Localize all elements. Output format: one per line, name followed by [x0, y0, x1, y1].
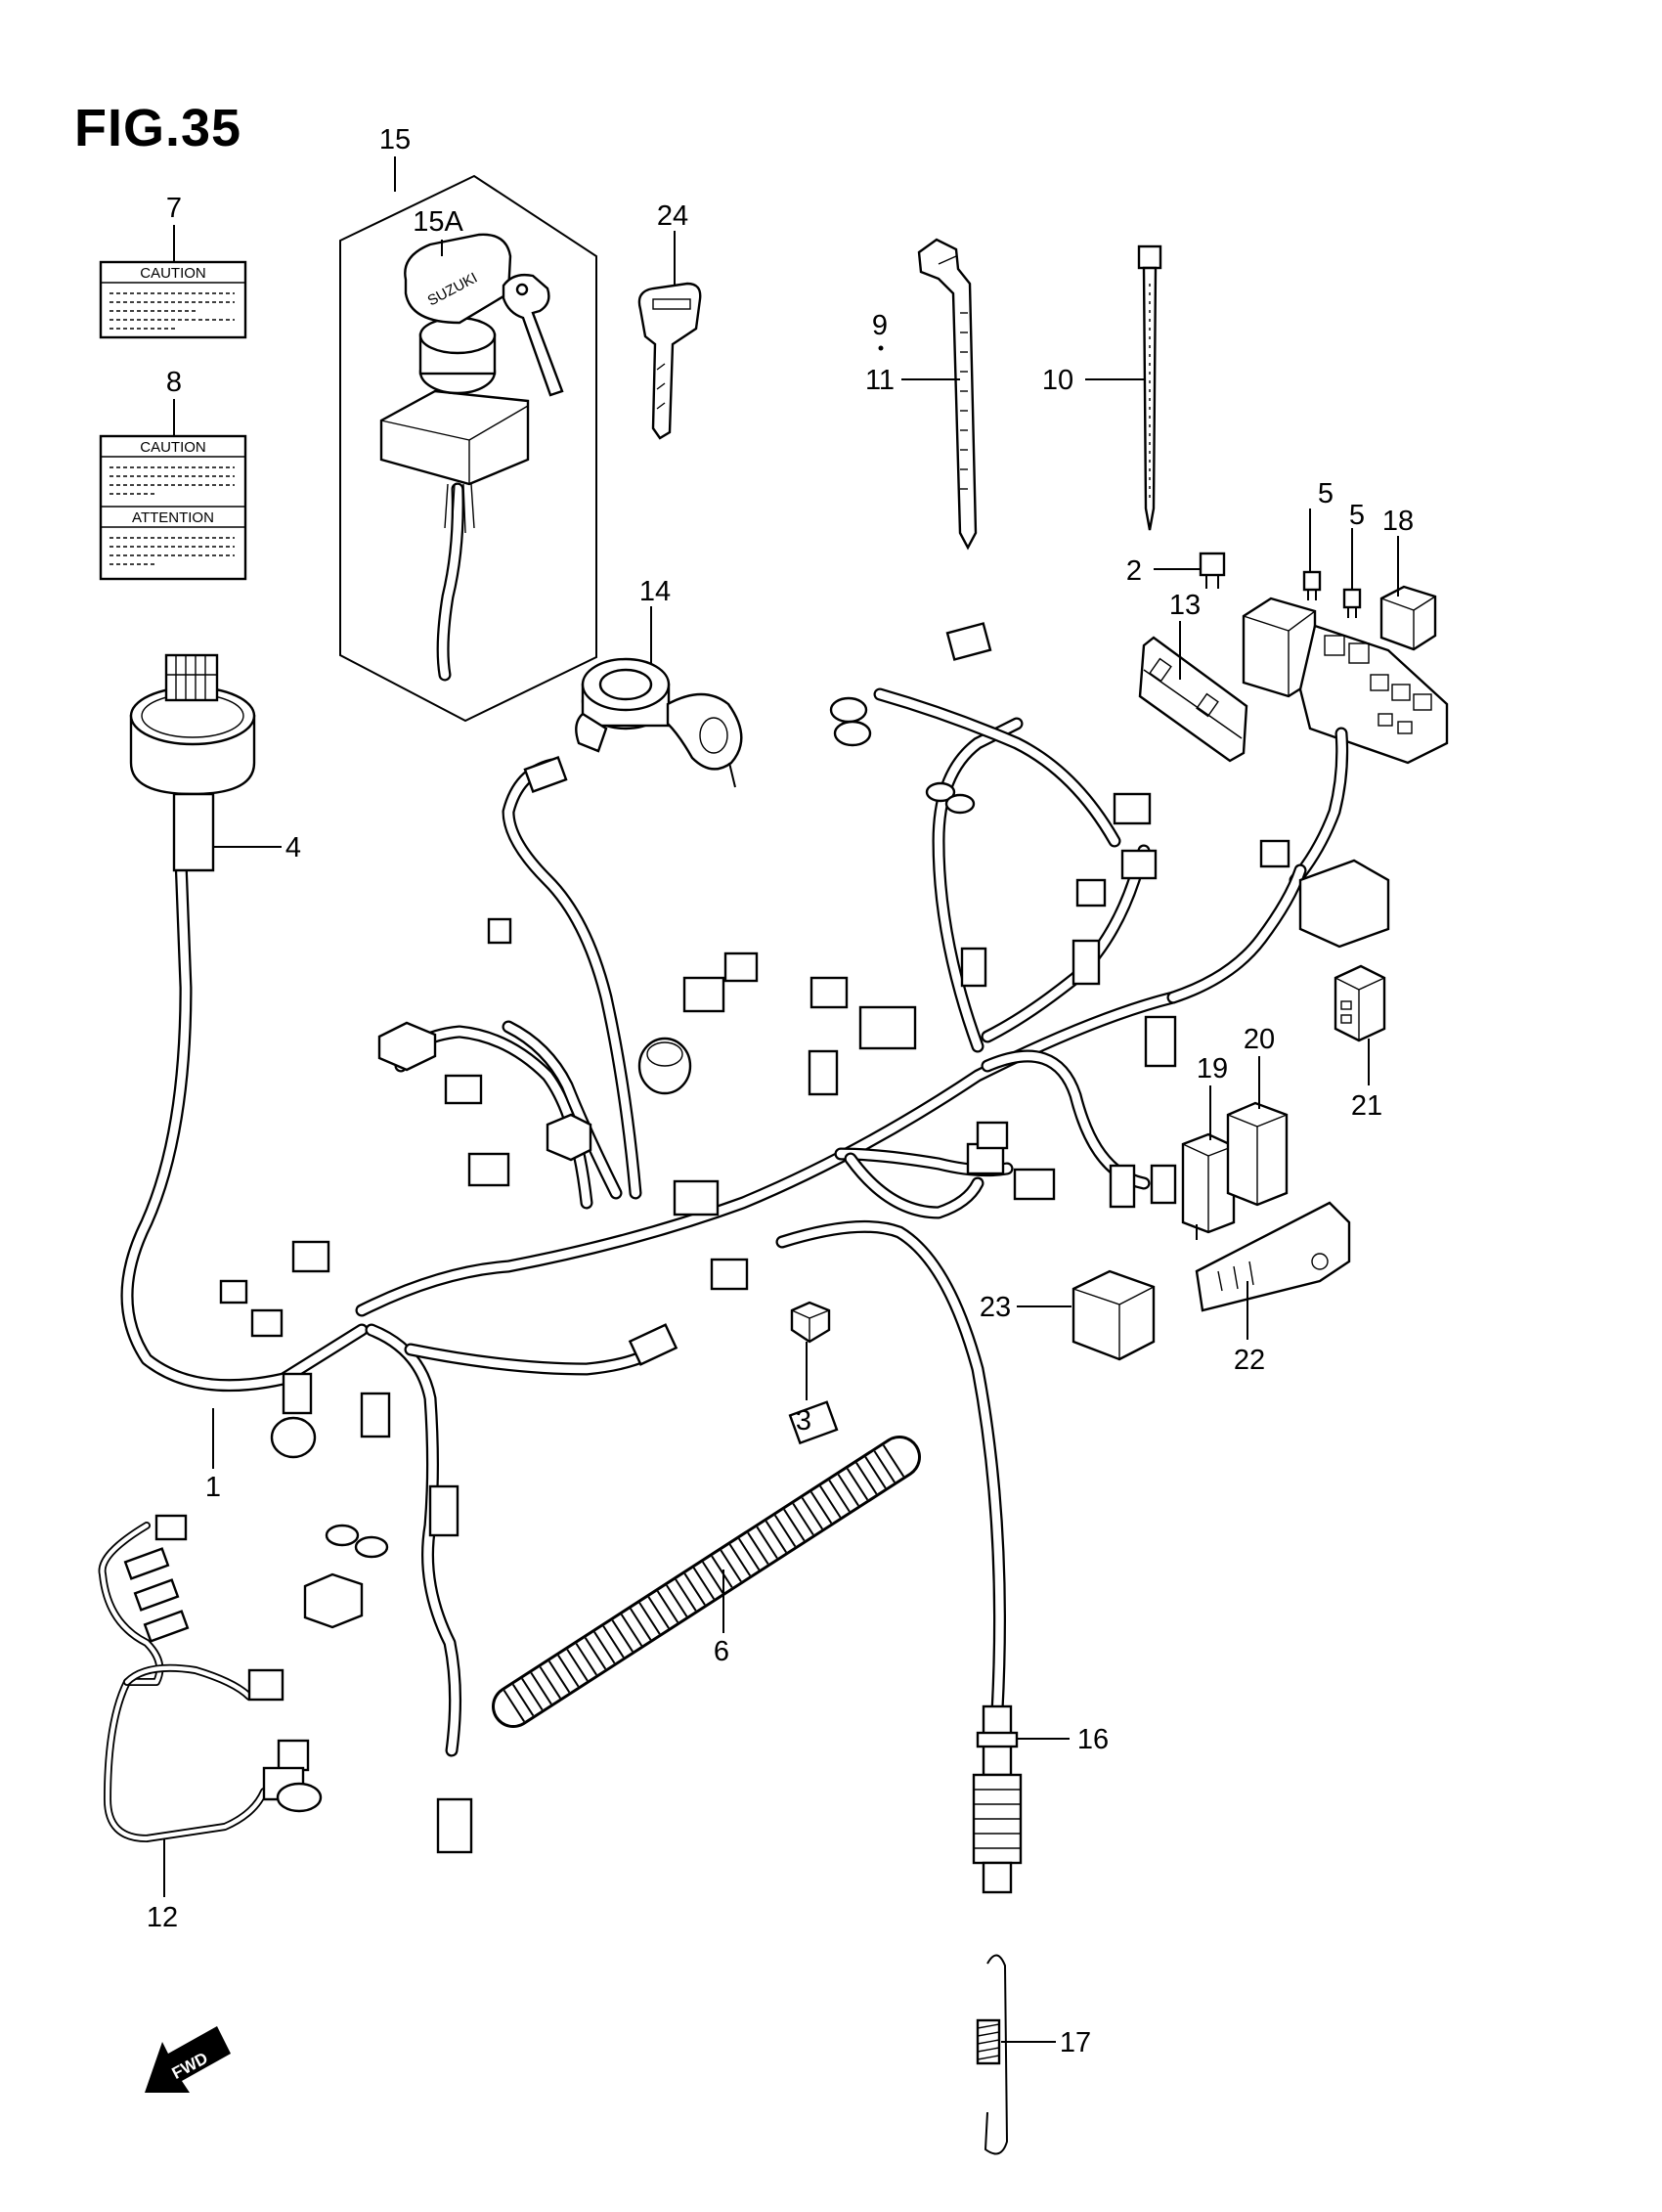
callout-9: 9 [872, 310, 888, 341]
fuse-5b[interactable] [1342, 588, 1362, 618]
caution-attention-label-8[interactable]: CAUTION ATTENTION [99, 434, 247, 581]
callout-15a: 15A [413, 206, 463, 238]
forward-arrow: FWD [145, 2026, 231, 2093]
callout-5a: 5 [1318, 478, 1334, 509]
relay-19[interactable] [1181, 1132, 1236, 1240]
figure-title: FIG.35 [74, 99, 242, 157]
label-8-heading-bottom: ATTENTION [132, 509, 214, 526]
callout-19: 19 [1197, 1053, 1228, 1084]
key-24[interactable] [637, 282, 702, 440]
cap-3[interactable] [790, 1301, 831, 1344]
callout-5b: 5 [1349, 500, 1365, 531]
sub-harness-12[interactable] [98, 1514, 323, 1842]
callout-17: 17 [1060, 2027, 1091, 2058]
spring-clip-17[interactable] [976, 1954, 1009, 2155]
corrugated-tube-6[interactable] [492, 1436, 921, 1728]
label-8-heading-top: CAUTION [140, 439, 206, 456]
callout-9-11-dot [878, 345, 884, 351]
callout-1: 1 [205, 1472, 221, 1503]
relay-20[interactable] [1226, 1101, 1289, 1207]
callout-13: 13 [1169, 590, 1201, 621]
power-socket-14[interactable] [575, 657, 743, 788]
sensor-16[interactable] [972, 1704, 1023, 1894]
callout-4: 4 [285, 832, 301, 863]
callout-11: 11 [865, 365, 895, 396]
cable-clamp-9-11[interactable] [917, 238, 978, 551]
connector-21[interactable] [1334, 964, 1386, 1042]
callout-15: 15 [379, 124, 411, 155]
callout-23: 23 [980, 1292, 1011, 1323]
label-7-heading: CAUTION [140, 265, 206, 282]
fuse-5a[interactable] [1302, 570, 1322, 600]
suzuki-key-head [404, 233, 512, 325]
connector-set [219, 622, 1390, 1854]
callout-leaders [163, 156, 1399, 2043]
callout-2: 2 [1126, 555, 1142, 587]
callout-10: 10 [1042, 365, 1073, 396]
callout-6: 6 [714, 1636, 729, 1667]
callout-16: 16 [1077, 1724, 1109, 1755]
callout-22: 22 [1234, 1345, 1265, 1376]
unit-23[interactable] [1072, 1269, 1156, 1361]
harness-connector-4[interactable] [129, 653, 256, 872]
caution-label-7[interactable]: CAUTION [99, 260, 247, 339]
callout-7: 7 [166, 193, 182, 224]
fuse-2[interactable] [1199, 552, 1226, 589]
bracket-13[interactable] [1138, 636, 1248, 763]
callout-12: 12 [147, 1902, 178, 1933]
cable-tie-10[interactable] [1137, 244, 1162, 531]
callout-21: 21 [1351, 1090, 1382, 1122]
callout-3: 3 [796, 1405, 811, 1437]
bracket-22[interactable] [1195, 1201, 1351, 1312]
callout-20: 20 [1244, 1024, 1275, 1055]
fuse-box-assembly[interactable] [1242, 597, 1449, 887]
callout-numbers: 7 8 15 15A 24 9 11 10 2 5 5 18 13 14 4 1… [147, 124, 1414, 2058]
callout-8: 8 [166, 367, 182, 398]
callout-18: 18 [1382, 506, 1414, 537]
callout-24: 24 [657, 200, 688, 232]
relay-18[interactable] [1379, 585, 1437, 651]
ignition-switch-kit-15[interactable]: SUZUKI [339, 174, 597, 723]
callout-14: 14 [639, 576, 671, 607]
